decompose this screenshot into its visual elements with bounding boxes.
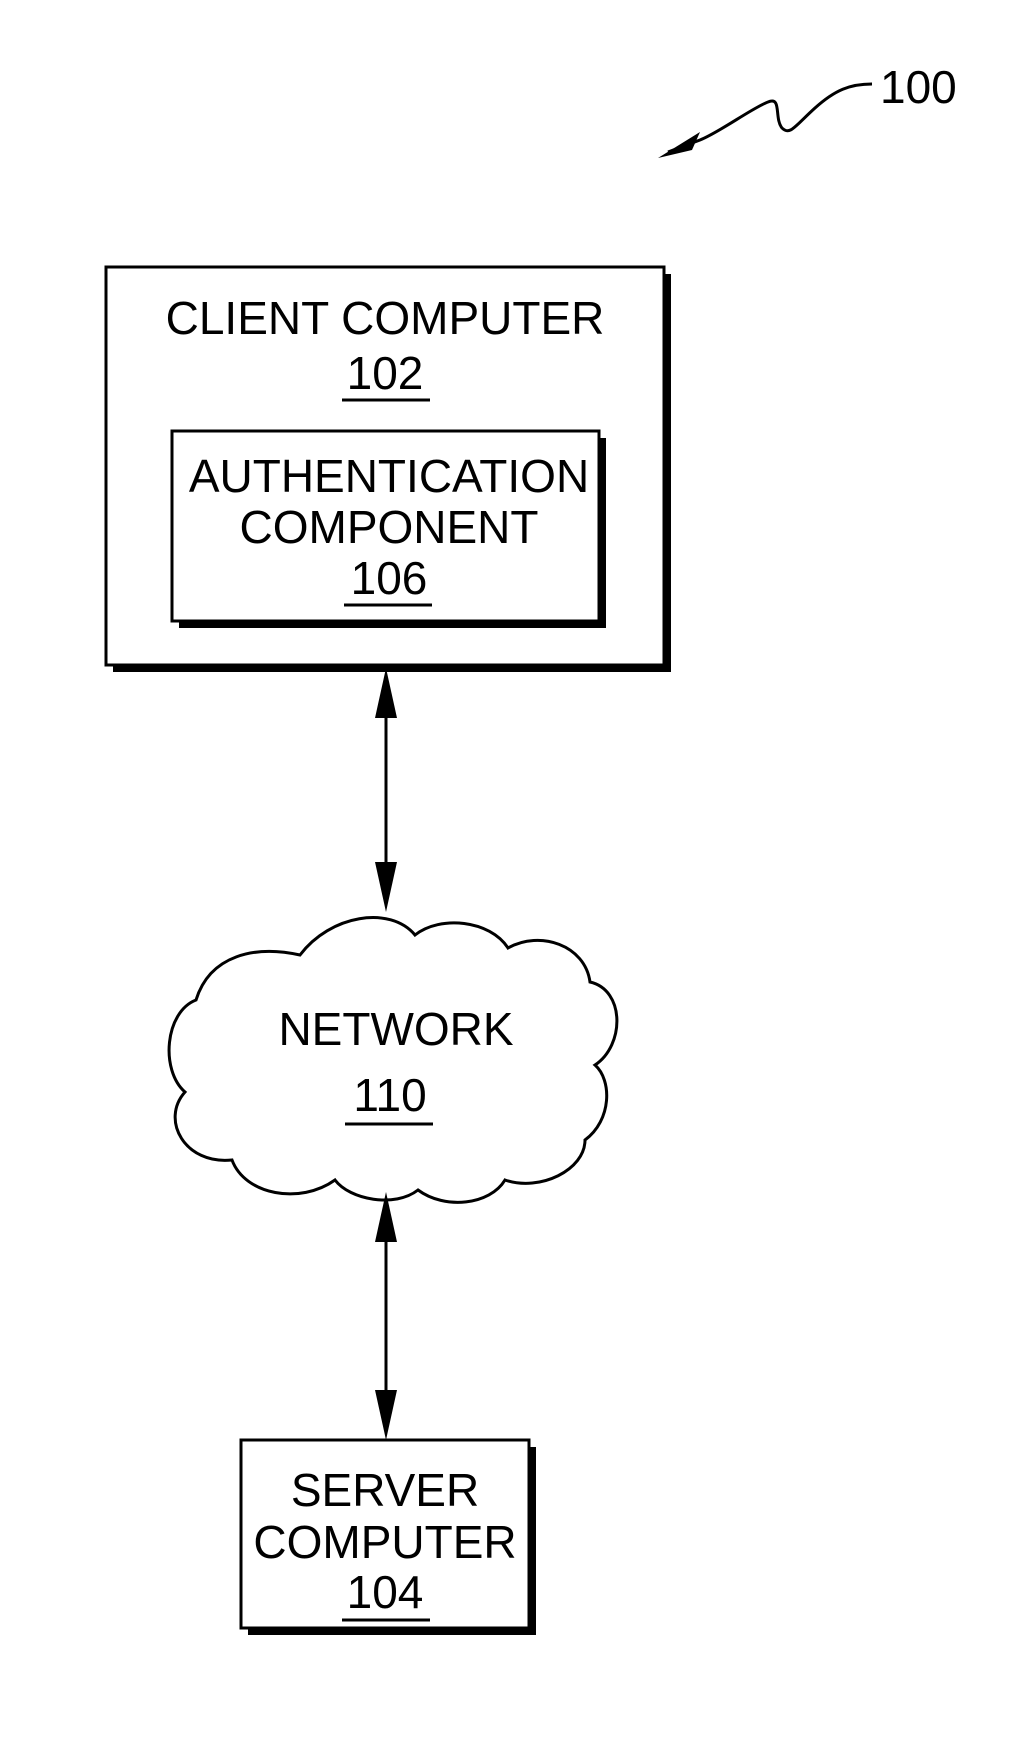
network-server-connector bbox=[375, 1192, 397, 1440]
figure-ref-number: 100 bbox=[880, 61, 957, 113]
authentication-component-box: AUTHENTICATION COMPONENT 106 bbox=[172, 431, 606, 628]
server-computer-ref: 104 bbox=[347, 1566, 424, 1618]
network-server-arrowhead-down bbox=[375, 1390, 397, 1440]
client-network-connector bbox=[375, 668, 397, 912]
figure-reference: 100 bbox=[658, 61, 957, 158]
client-computer-ref: 102 bbox=[347, 347, 424, 399]
client-computer-label: CLIENT COMPUTER bbox=[166, 292, 605, 344]
network-cloud-outline bbox=[169, 918, 617, 1203]
authentication-component-ref: 106 bbox=[351, 552, 428, 604]
client-network-arrowhead-down bbox=[375, 862, 397, 912]
server-computer-label-line1: SERVER bbox=[291, 1464, 479, 1516]
figure-leader-arrowhead bbox=[658, 132, 700, 158]
network-label: NETWORK bbox=[278, 1003, 513, 1055]
network-ref: 110 bbox=[353, 1069, 426, 1121]
figure-leader-line bbox=[668, 84, 872, 152]
client-network-arrowhead-up bbox=[375, 668, 397, 718]
server-computer-box: SERVER COMPUTER 104 bbox=[241, 1440, 536, 1635]
network-cloud: NETWORK 110 bbox=[169, 918, 617, 1203]
authentication-component-label-line1: AUTHENTICATION bbox=[189, 450, 589, 502]
authentication-component-label-line2: COMPONENT bbox=[240, 501, 539, 553]
server-computer-label-line2: COMPUTER bbox=[253, 1516, 516, 1568]
